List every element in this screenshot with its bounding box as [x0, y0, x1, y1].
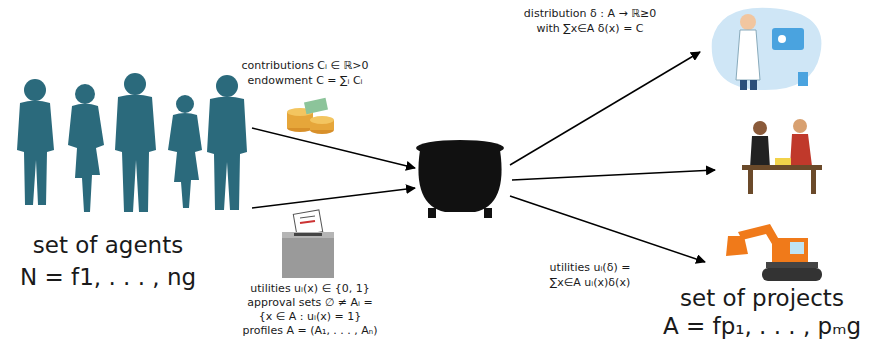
- distribution-label: distribution δ : A → ℝ≥0: [524, 8, 656, 21]
- education-icon: [742, 119, 822, 194]
- healthcare-icon: [712, 8, 822, 90]
- utility-sum-label: ∑x∈A uᵢ(x)δ(x): [550, 277, 630, 290]
- utility-label: utilities uᵢ(δ) =: [550, 262, 631, 275]
- pot-icon: [416, 140, 504, 218]
- coins-icon: [287, 98, 334, 134]
- group-title: set of projects: [680, 285, 844, 311]
- ballot-box-icon: [282, 210, 334, 278]
- group-title: set of agents: [33, 232, 183, 258]
- contribution-label: contributions Cᵢ ∈ ℝ>0: [241, 60, 368, 73]
- group-set: N = f1, . . . , ng: [20, 264, 196, 290]
- distribution-sum-label: with ∑x∈A δ(x) = C: [536, 23, 643, 36]
- construction-icon: [726, 224, 822, 281]
- group-set: A = fp₁, . . . , pₘg: [663, 313, 861, 339]
- approval-set-label: {x ∈ A : uᵢ(x) = 1}: [259, 311, 362, 324]
- approval-label: approval sets ∅ ≠ Aᵢ =: [247, 297, 373, 310]
- profile-label: profiles A = (A₁, . . . , Aₙ): [242, 325, 377, 338]
- agent-silhouettes: [17, 73, 247, 212]
- endowment-label: endowment C = ∑ᵢ Cᵢ: [247, 75, 362, 88]
- utility-label: utilities uᵢ(x) ∈ {0, 1}: [250, 283, 369, 296]
